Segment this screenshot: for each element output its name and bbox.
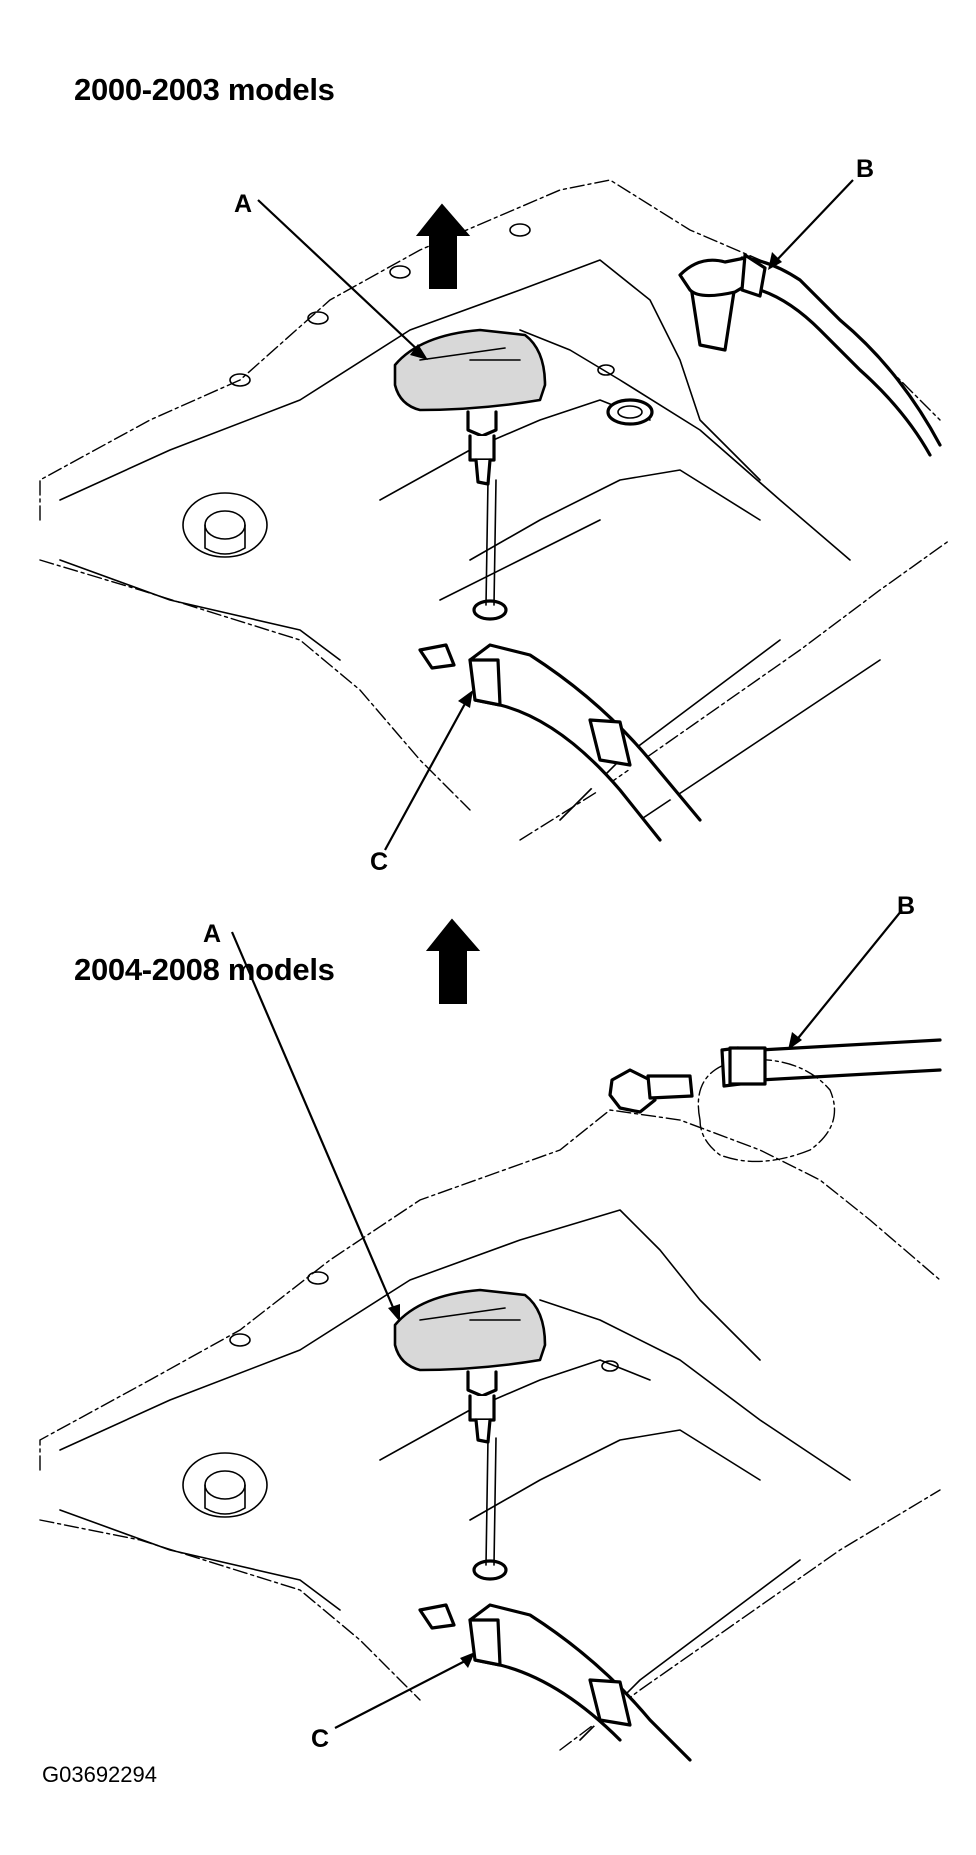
engine-illustration <box>39 179 951 851</box>
callout-a: A <box>234 190 253 218</box>
engine-illustration <box>39 909 942 1762</box>
callout-c: C <box>311 1725 330 1753</box>
panel-2004-2008: 2004-2008 models <box>0 880 976 1762</box>
panel-2000-2003: 2000-2003 models <box>0 0 976 880</box>
figure-id: G03692294 <box>42 1762 157 1787</box>
up-arrow-icon <box>415 203 471 289</box>
callout-b: B <box>897 892 916 920</box>
callout-c: C <box>370 848 389 876</box>
callout-b: B <box>856 155 875 183</box>
callout-a: A <box>203 920 222 948</box>
up-arrow-icon <box>425 918 481 1004</box>
panel-title: 2004-2008 models <box>74 952 335 987</box>
panel-title: 2000-2003 models <box>74 72 335 107</box>
